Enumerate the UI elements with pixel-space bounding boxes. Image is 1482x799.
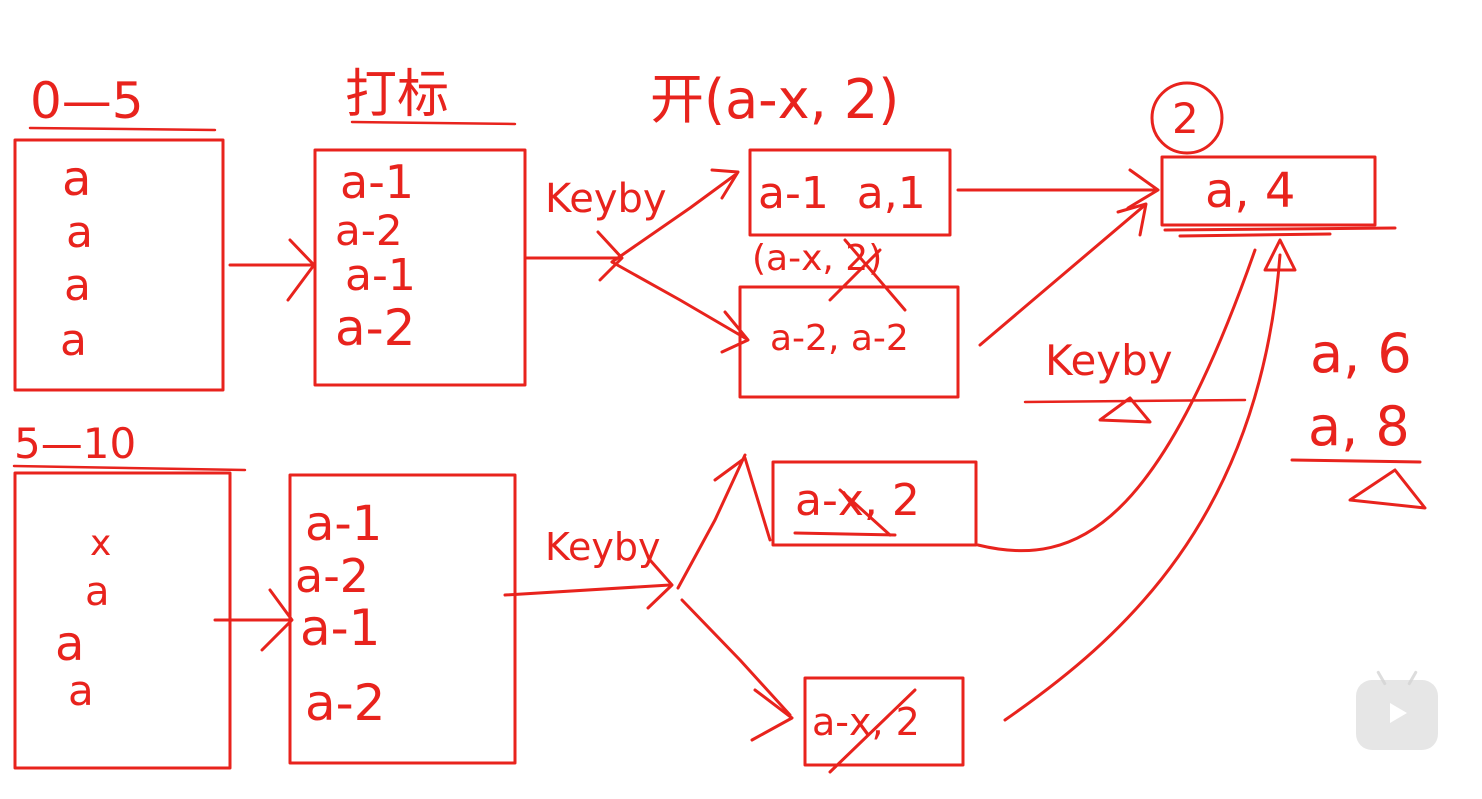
arrow-source-to-map-1	[228, 238, 316, 302]
step-circle	[1150, 81, 1224, 155]
strike-mark	[843, 238, 907, 312]
keyby-fanout-1	[525, 168, 750, 354]
partition-box-4	[803, 676, 965, 767]
triangle-mark	[1098, 396, 1152, 424]
window-label: 开(a-x, 2)	[650, 68, 899, 131]
strike-mark	[828, 688, 917, 774]
source-box-2-item: a	[68, 666, 94, 715]
source-box-2-item: a	[85, 569, 110, 615]
map-box-1-item: a-2	[335, 206, 403, 255]
map-box-1	[313, 148, 527, 387]
map-title: 打标	[345, 65, 449, 125]
strike-mark	[793, 531, 897, 537]
partition-box-2-text: a-2, a-2	[770, 318, 909, 359]
source-box-1-item: a	[62, 151, 91, 207]
strike-mark	[828, 248, 882, 302]
source-box-1	[13, 138, 225, 392]
source-box-2-item: a	[55, 616, 84, 672]
range-label-5-10: 5—10	[14, 419, 136, 468]
keyby-label-2: Keyby	[545, 525, 661, 569]
keyby-fanout-2	[503, 453, 794, 742]
video-play-button[interactable]	[1356, 680, 1438, 750]
partition-box-2	[738, 285, 960, 399]
partition-box-3	[771, 460, 978, 547]
result-box	[1160, 155, 1377, 227]
map-box-2	[288, 473, 517, 765]
keyby-label-3: Keyby	[1045, 336, 1173, 385]
result-alt-1: a, 6	[1310, 322, 1412, 385]
result-alt-2: a, 8	[1308, 395, 1410, 458]
keyby-label-1: Keyby	[545, 176, 667, 222]
result-main: a, 4	[1205, 163, 1295, 219]
arrow-source-to-map-2	[213, 588, 294, 652]
partition-box-3-text: a-x, 2	[795, 475, 920, 526]
play-icon	[1380, 696, 1414, 734]
triangle-mark	[1348, 468, 1427, 510]
source-box-1-item: a	[60, 315, 87, 366]
map-box-1-item: a-1	[345, 250, 416, 301]
map-box-2-item: a-2	[305, 674, 386, 732]
map-box-2-item: a-1	[300, 599, 381, 657]
map-box-1-item: a-1	[340, 155, 414, 209]
source-box-1-item: a	[66, 207, 93, 258]
strike-mark	[838, 488, 892, 537]
curve-p3-to-result	[976, 248, 1257, 553]
range-label-0-5: 0—5	[30, 72, 144, 130]
source-box-2-item: x	[90, 523, 111, 564]
arrow-p2-to-result	[978, 202, 1148, 347]
source-box-1-item: a	[64, 260, 91, 311]
map-box-1-item: a-2	[335, 299, 416, 357]
curve-p4-to-result	[1003, 253, 1282, 722]
arrow-p1-to-result	[956, 168, 1160, 210]
source-box-2	[13, 471, 232, 770]
partition-box-1-text: a-1 a,1	[758, 168, 926, 219]
partition-box-1	[748, 148, 952, 237]
step-number: 2	[1172, 94, 1199, 143]
map-box-2-item: a-1	[305, 496, 382, 552]
map-box-2-item: a-2	[295, 549, 369, 603]
